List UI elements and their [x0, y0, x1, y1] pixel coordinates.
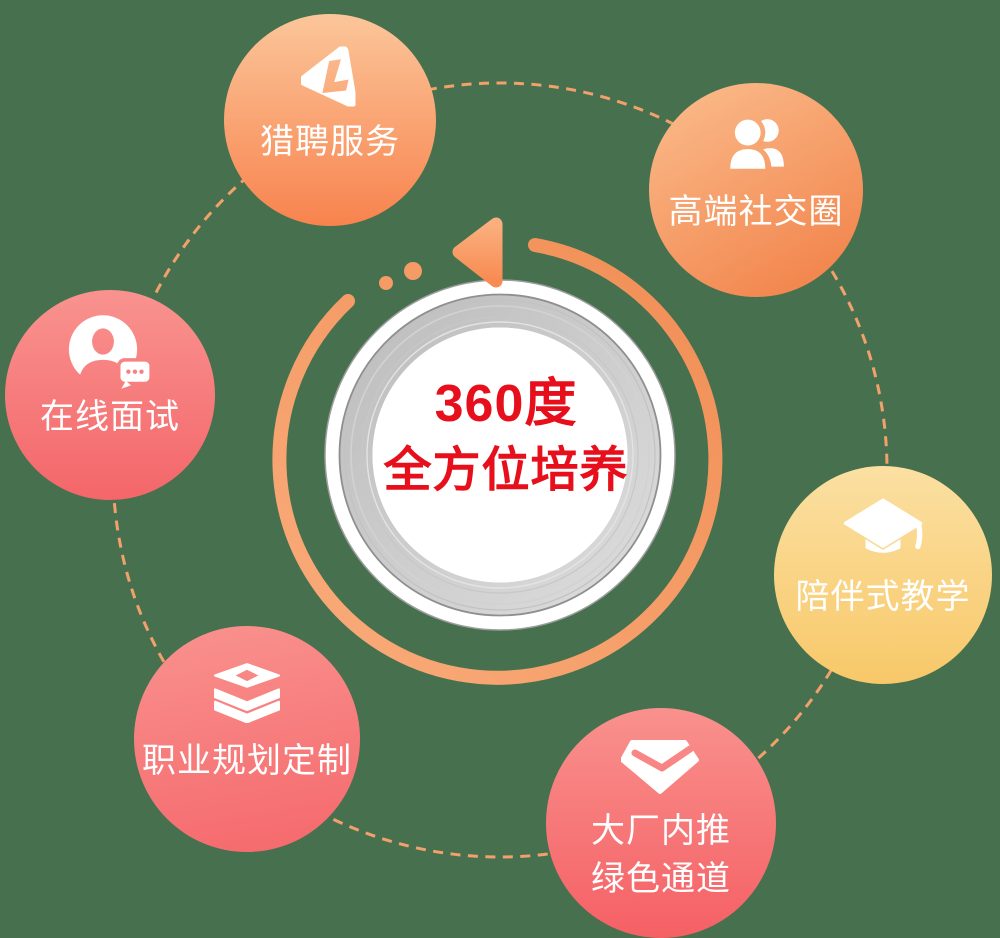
graduation-cap-icon	[841, 490, 925, 571]
arc-path	[272, 238, 723, 685]
trail-dot-small	[379, 276, 393, 290]
bubble-liepin-service: 猎聘服务	[224, 14, 436, 226]
stacked-layers-icon	[214, 651, 280, 735]
bubble-accompanied-teaching: 陪伴式教学	[774, 466, 992, 684]
bubble-social-circle: 高端社交圈	[649, 83, 863, 297]
bubble-label: 大厂内推 绿色通道	[591, 807, 731, 903]
center-badge-line1: 360度	[434, 375, 578, 433]
bubble-label-line2: 绿色通道	[591, 859, 731, 898]
bubble-career-planning: 职业规划定制	[134, 626, 360, 852]
bubble-label: 在线面试	[40, 397, 180, 436]
bubble-label: 高端社交圈	[668, 192, 844, 231]
bubble-label: 猎聘服务	[260, 122, 400, 161]
center-ring	[324, 279, 676, 631]
center-badge: 360度 全方位培养	[306, 374, 706, 500]
bubble-label: 陪伴式教学	[795, 577, 971, 616]
bubble-label: 职业规划定制	[142, 741, 352, 780]
bubble-online-interview: 在线面试	[5, 290, 215, 500]
trail-dot-large	[404, 262, 422, 280]
rotation-arc	[272, 217, 723, 685]
dual-user-icon	[724, 107, 788, 186]
bubble-label-line1: 大厂内推	[591, 811, 731, 850]
liepin-logo-icon	[292, 37, 368, 115]
shield-check-icon	[621, 729, 701, 805]
center-badge-line2: 全方位培养	[383, 444, 629, 497]
arrowhead-icon	[452, 217, 503, 288]
user-chat-icon	[68, 313, 152, 391]
bubble-referral-channel: 大厂内推 绿色通道	[546, 708, 776, 938]
